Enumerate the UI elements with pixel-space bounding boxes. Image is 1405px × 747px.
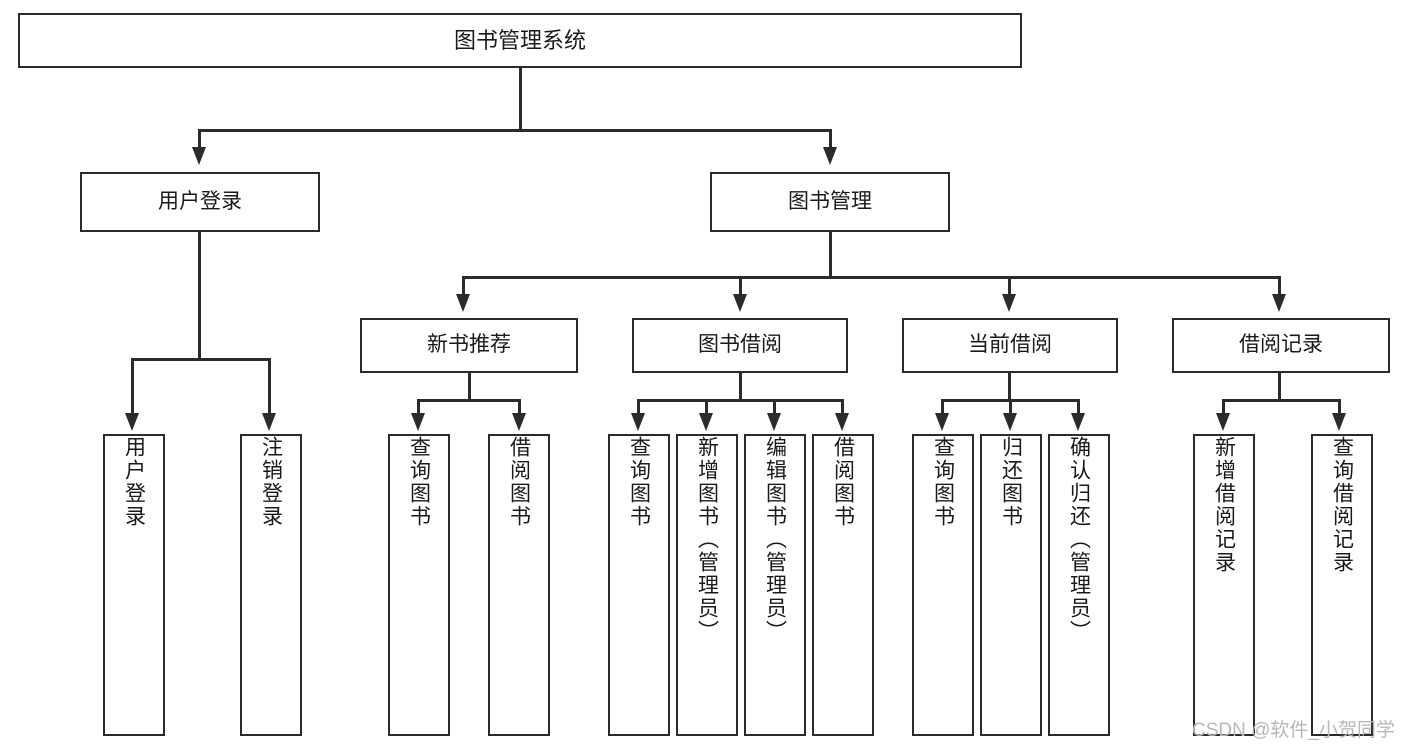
- connector-borrow-record-stem: [1278, 373, 1281, 401]
- connector-book-borrow-drop-4: [841, 399, 844, 415]
- leaf-label: 查询借阅记录: [1330, 436, 1354, 574]
- node-current-borrow[interactable]: 当前借阅: [902, 318, 1118, 373]
- connector-user-login-stem: [198, 232, 201, 360]
- arrowhead-borrow-record-leaf-1: [1216, 413, 1230, 431]
- arrowhead-book-borrow-leaf-3: [767, 413, 781, 431]
- connector-book-borrow-drop-3: [773, 399, 776, 415]
- connector-new-book-stem: [468, 373, 471, 401]
- leaf-book-borrow-3[interactable]: 编辑图书（管理员）: [744, 434, 806, 736]
- arrowhead-current-borrow: [1002, 294, 1016, 312]
- leaf-label: 注销登录: [259, 436, 283, 528]
- leaf-user-login-2[interactable]: 注销登录: [240, 434, 302, 736]
- connector-book-manage-bus: [462, 276, 1280, 279]
- connector-root-bus: [198, 129, 832, 132]
- connector-root-drop-left: [198, 129, 201, 149]
- node-label: 新书推荐: [427, 333, 511, 357]
- connector-current-borrow-drop-1: [941, 399, 944, 415]
- leaf-book-borrow-1[interactable]: 查询图书: [608, 434, 670, 736]
- node-new-book-recommend[interactable]: 新书推荐: [360, 318, 578, 373]
- connector-book-borrow-bus: [637, 399, 844, 402]
- leaf-label: 用户登录: [122, 436, 146, 528]
- connector-borrow-record-drop-1: [1222, 399, 1225, 415]
- node-label: 图书借阅: [698, 333, 782, 357]
- connector-current-borrow-drop-3: [1077, 399, 1080, 415]
- connector-user-login-bus: [131, 358, 270, 361]
- node-root-system[interactable]: 图书管理系统: [18, 13, 1022, 68]
- arrowhead-user-login-leaf-1: [125, 413, 139, 431]
- leaf-label: 新增借阅记录: [1212, 436, 1236, 574]
- leaf-book-borrow-2[interactable]: 新增图书（管理员）: [676, 434, 738, 736]
- leaf-new-book-recommend-2[interactable]: 借阅图书: [488, 434, 550, 736]
- arrowhead-book-borrow-leaf-2: [699, 413, 713, 431]
- node-book-borrow[interactable]: 图书借阅: [632, 318, 848, 373]
- connector-book-manage-drop-2: [739, 276, 742, 296]
- leaf-label: 查询图书: [407, 436, 431, 528]
- arrowhead-new-book-leaf-2: [512, 413, 526, 431]
- connector-root-stem: [519, 68, 522, 130]
- arrowhead-new-book: [456, 294, 470, 312]
- leaf-label: 归还图书: [999, 436, 1023, 528]
- connector-current-borrow-stem: [1008, 373, 1011, 401]
- arrowhead-book-borrow-leaf-4: [835, 413, 849, 431]
- connector-borrow-record-bus: [1222, 399, 1340, 402]
- node-label: 当前借阅: [968, 333, 1052, 357]
- connector-new-book-bus: [417, 399, 521, 402]
- leaf-label: 查询图书: [931, 436, 955, 528]
- connector-book-borrow-drop-2: [705, 399, 708, 415]
- connector-book-manage-drop-1: [462, 276, 465, 296]
- leaf-label: 确认归还（管理员）: [1067, 436, 1091, 643]
- leaf-borrow-record-2[interactable]: 查询借阅记录: [1311, 434, 1373, 736]
- leaf-borrow-record-1[interactable]: 新增借阅记录: [1193, 434, 1255, 736]
- leaf-current-borrow-3[interactable]: 确认归还（管理员）: [1048, 434, 1110, 736]
- leaf-label: 编辑图书（管理员）: [763, 436, 787, 643]
- arrowhead-book-manage: [823, 147, 837, 165]
- csdn-watermark: CSDN @软件_小贺同学: [1192, 720, 1395, 741]
- connector-book-borrow-drop-1: [637, 399, 640, 415]
- arrowhead-borrow-record: [1272, 294, 1286, 312]
- leaf-label: 借阅图书: [507, 436, 531, 528]
- node-borrow-record[interactable]: 借阅记录: [1172, 318, 1390, 373]
- arrowhead-current-borrow-leaf-1: [935, 413, 949, 431]
- arrowhead-borrow-record-leaf-2: [1332, 413, 1346, 431]
- arrowhead-new-book-leaf-1: [411, 413, 425, 431]
- arrowhead-current-borrow-leaf-3: [1071, 413, 1085, 431]
- connector-user-login-drop-2: [268, 358, 271, 415]
- arrowhead-user-login: [192, 147, 206, 165]
- leaf-new-book-recommend-1[interactable]: 查询图书: [388, 434, 450, 736]
- connector-book-manage-stem: [829, 232, 832, 278]
- connector-new-book-drop-1: [417, 399, 420, 415]
- node-label: 图书管理: [788, 189, 872, 213]
- arrowhead-current-borrow-leaf-2: [1003, 413, 1017, 431]
- leaf-user-login-1[interactable]: 用户登录: [103, 434, 165, 736]
- node-label: 用户登录: [158, 189, 242, 213]
- connector-book-borrow-stem: [739, 373, 742, 401]
- leaf-current-borrow-2[interactable]: 归还图书: [980, 434, 1042, 736]
- node-label: 图书管理系统: [453, 27, 586, 53]
- connector-book-manage-drop-4: [1278, 276, 1281, 296]
- connector-borrow-record-drop-2: [1338, 399, 1341, 415]
- leaf-label: 新增图书（管理员）: [695, 436, 719, 643]
- arrowhead-book-borrow-leaf-1: [631, 413, 645, 431]
- arrowhead-book-borrow: [733, 294, 747, 312]
- connector-book-manage-drop-3: [1008, 276, 1011, 296]
- node-label: 借阅记录: [1239, 333, 1323, 357]
- leaf-current-borrow-1[interactable]: 查询图书: [912, 434, 974, 736]
- leaf-label: 查询图书: [627, 436, 651, 528]
- node-book-management[interactable]: 图书管理: [710, 172, 950, 232]
- connector-current-borrow-drop-2: [1009, 399, 1012, 415]
- node-user-login[interactable]: 用户登录: [80, 172, 320, 232]
- leaf-label: 借阅图书: [831, 436, 855, 528]
- arrowhead-user-login-leaf-2: [262, 413, 276, 431]
- connector-user-login-drop-1: [131, 358, 134, 415]
- connector-root-drop-right: [829, 129, 832, 149]
- connector-new-book-drop-2: [518, 399, 521, 415]
- leaf-book-borrow-4[interactable]: 借阅图书: [812, 434, 874, 736]
